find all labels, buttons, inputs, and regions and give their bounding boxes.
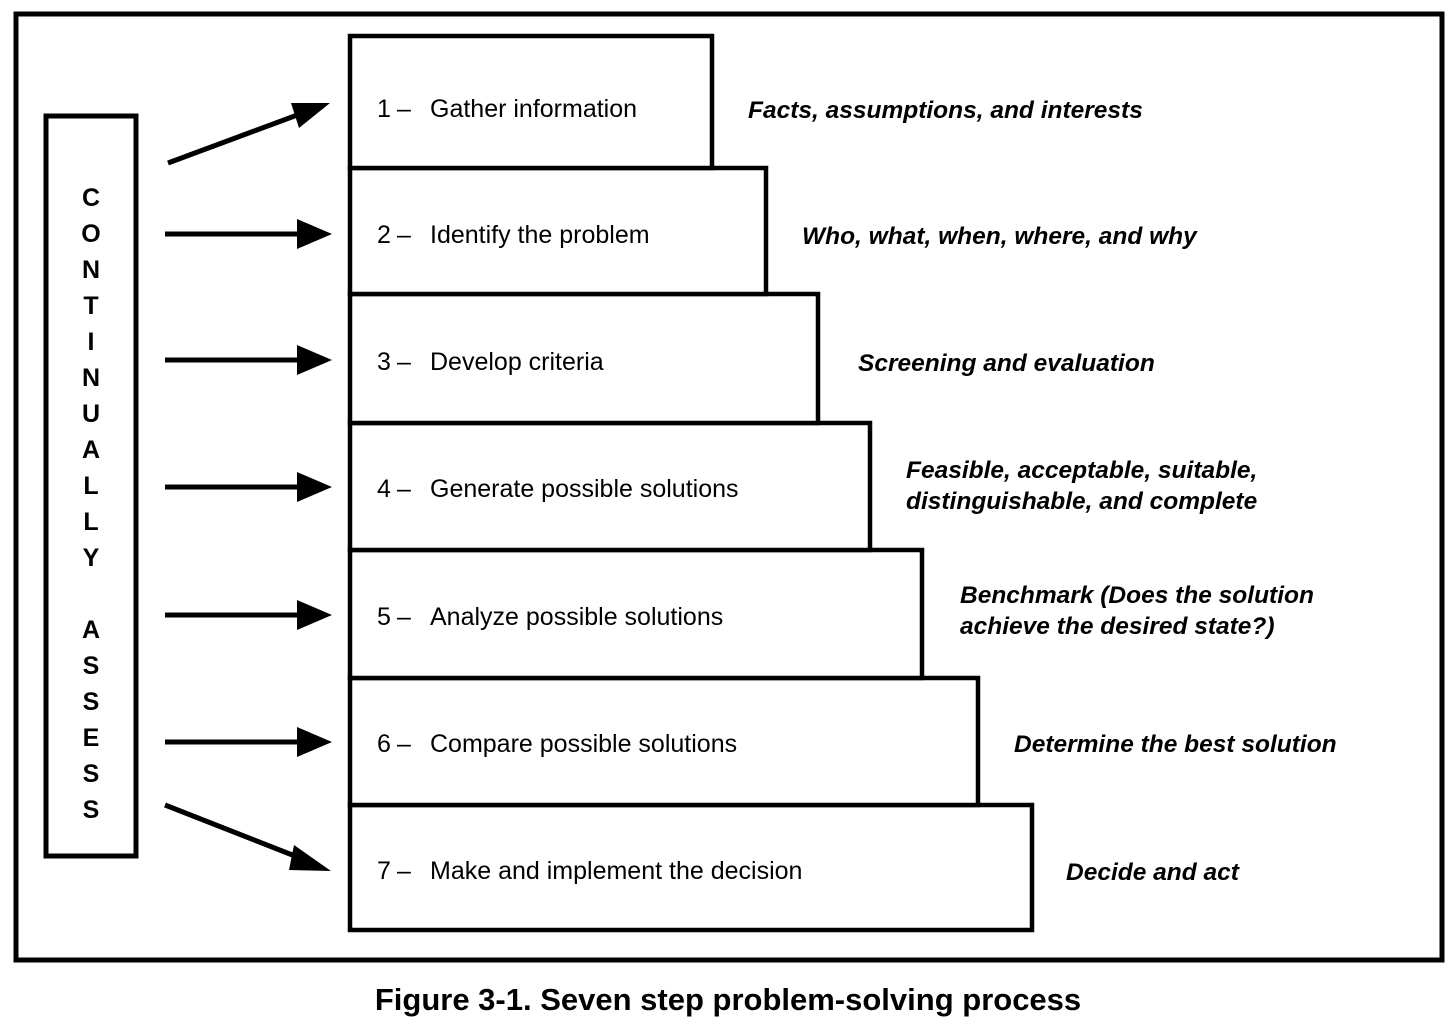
step-text: Make and implement the decision: [430, 857, 802, 885]
annotation-line: Feasible, acceptable, suitable,: [906, 457, 1257, 484]
step-box-1[interactable]: [347, 33, 715, 171]
assess-letter: A: [82, 436, 100, 464]
step-dash: –: [397, 348, 411, 376]
step-label-1: 1 – Gather information: [377, 95, 637, 123]
assess-letter: C: [82, 184, 100, 212]
annotation-7: Decide and act: [1066, 859, 1240, 886]
annotation-line: Decide and act: [1066, 859, 1240, 886]
assess-letter: T: [83, 292, 98, 320]
annotation-line: Benchmark (Does the solution: [960, 582, 1314, 609]
assess-letter: S: [83, 760, 100, 788]
assess-letter: Y: [83, 544, 100, 572]
assess-letter: I: [88, 328, 95, 356]
step-dash: –: [397, 221, 411, 249]
step-number: 5: [377, 603, 391, 631]
arrowhead-icon: [297, 472, 332, 502]
step-number: 7: [377, 857, 391, 885]
step-text: Compare possible solutions: [430, 730, 737, 758]
assess-letter: L: [83, 472, 98, 500]
step-label-5: 5 – Analyze possible solutions: [377, 603, 723, 631]
continually-assess-box: [43, 113, 139, 859]
step-box-5[interactable]: [347, 547, 925, 681]
assess-letter: L: [83, 508, 98, 536]
arrowhead-icon: [297, 727, 332, 757]
annotation-4: Feasible, acceptable, suitable, distingu…: [906, 457, 1257, 515]
assess-letter: O: [81, 220, 100, 248]
assess-letter: N: [82, 256, 100, 284]
step-box-7[interactable]: [347, 802, 1035, 933]
step-label-7: 7 – Make and implement the decision: [377, 857, 802, 885]
step-text: Analyze possible solutions: [430, 603, 723, 631]
arrow-to-step-2: [165, 219, 332, 249]
arrowhead-icon: [297, 600, 332, 630]
step-number: 3: [377, 348, 391, 376]
assess-letter: U: [82, 400, 100, 428]
step-dash: –: [397, 475, 411, 503]
annotation-5: Benchmark (Does the solution achieve the…: [960, 582, 1314, 640]
arrow-to-step-5: [165, 600, 332, 630]
step-number: 2: [377, 221, 391, 249]
step-label-3: 3 – Develop criteria: [377, 348, 604, 376]
arrowhead-icon: [297, 345, 332, 375]
arrowhead-icon: [291, 103, 330, 128]
annotation-line: Screening and evaluation: [858, 350, 1155, 377]
annotation-2: Who, what, when, where, and why: [802, 223, 1198, 250]
annotation-1: Facts, assumptions, and interests: [748, 97, 1143, 124]
step-label-2: 2 – Identify the problem: [377, 221, 650, 249]
arrow-to-step-3: [165, 345, 332, 375]
assess-letter: A: [82, 616, 100, 644]
assess-letter: S: [83, 796, 100, 824]
annotation-line: distinguishable, and complete: [906, 488, 1257, 515]
arrowhead-icon: [297, 219, 332, 249]
step-text: Develop criteria: [430, 348, 604, 376]
step-box-4[interactable]: [347, 420, 873, 553]
step-dash: –: [397, 603, 411, 631]
annotation-line: Facts, assumptions, and interests: [748, 97, 1143, 124]
arrow-to-step-4: [165, 472, 332, 502]
step-box-3[interactable]: [347, 291, 821, 426]
annotation-line: Determine the best solution: [1014, 731, 1337, 758]
step-label-6: 6 – Compare possible solutions: [377, 730, 737, 758]
step-label-4: 4 – Generate possible solutions: [377, 475, 739, 503]
step-number: 1: [377, 95, 391, 123]
continually-assess-letters: C O N T I N U A L L Y A S S E S S: [81, 184, 100, 824]
annotation-line: achieve the desired state?): [960, 613, 1275, 640]
arrow-to-step-7: [164, 802, 331, 871]
arrow-to-step-1: [167, 103, 330, 166]
assess-letter: N: [82, 364, 100, 392]
annotation-3: Screening and evaluation: [858, 350, 1155, 377]
step-box-2[interactable]: [347, 165, 769, 297]
step-dash: –: [397, 95, 411, 123]
assess-letter: S: [83, 688, 100, 716]
arrowhead-icon: [289, 845, 331, 871]
step-dash: –: [397, 857, 411, 885]
step-text: Gather information: [430, 95, 637, 123]
assess-letter: S: [83, 652, 100, 680]
arrow-to-step-6: [165, 727, 332, 757]
step-number: 4: [377, 475, 391, 503]
step-box-6[interactable]: [347, 675, 981, 808]
figure-caption: Figure 3-1. Seven step problem-solving p…: [375, 982, 1081, 1017]
step-dash: –: [397, 730, 411, 758]
step-text: Identify the problem: [430, 221, 650, 249]
annotation-6: Determine the best solution: [1014, 731, 1337, 758]
step-number: 6: [377, 730, 391, 758]
annotation-line: Who, what, when, where, and why: [802, 223, 1198, 250]
assess-letter: E: [83, 724, 100, 752]
step-text: Generate possible solutions: [430, 475, 739, 503]
